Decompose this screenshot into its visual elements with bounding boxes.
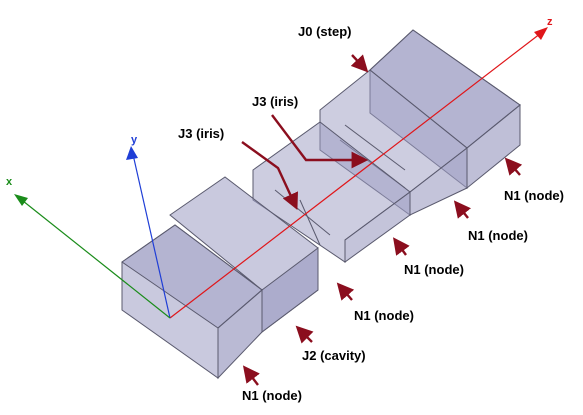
step-box [369, 29, 521, 190]
label-n1-node-right: N1 (node) [504, 188, 564, 203]
arrow-n1-center [393, 237, 410, 256]
label-j3-iris-upper: J3 (iris) [252, 94, 299, 109]
z-axis-label: z [547, 16, 553, 28]
label-n1-node-center: N1 (node) [404, 262, 464, 277]
x-axis-arrowhead [14, 194, 28, 206]
arrow-j3-upper [271, 114, 369, 169]
arrow-n1-bottom [242, 365, 260, 386]
x-axis [17, 196, 171, 319]
arrow-j0 [350, 54, 369, 73]
z-axis [169, 29, 546, 319]
label-j0-step: J0 (step) [298, 24, 352, 39]
z-axis-arrowhead [534, 27, 548, 40]
axes [14, 27, 548, 319]
y-axis [131, 149, 171, 319]
y-axis-label: y [131, 134, 138, 146]
y-axis-arrowhead [126, 146, 138, 160]
arrow-n1-right [504, 157, 523, 176]
label-j3-iris-lower: J3 (iris) [178, 126, 225, 141]
pointer-arrows [241, 54, 523, 386]
label-n1-node-lower: N1 (node) [354, 308, 414, 323]
arrow-n1-mid [453, 200, 471, 219]
x-axis-label: x [6, 176, 13, 188]
arrow-j3-lower [241, 141, 298, 211]
arrow-j2 [295, 325, 314, 344]
label-j2-cavity: J2 (cavity) [302, 348, 366, 363]
label-n1-node-mid: N1 (node) [468, 228, 528, 243]
arrow-n1-lower [336, 282, 355, 301]
label-n1-node-bottom: N1 (node) [242, 388, 302, 403]
